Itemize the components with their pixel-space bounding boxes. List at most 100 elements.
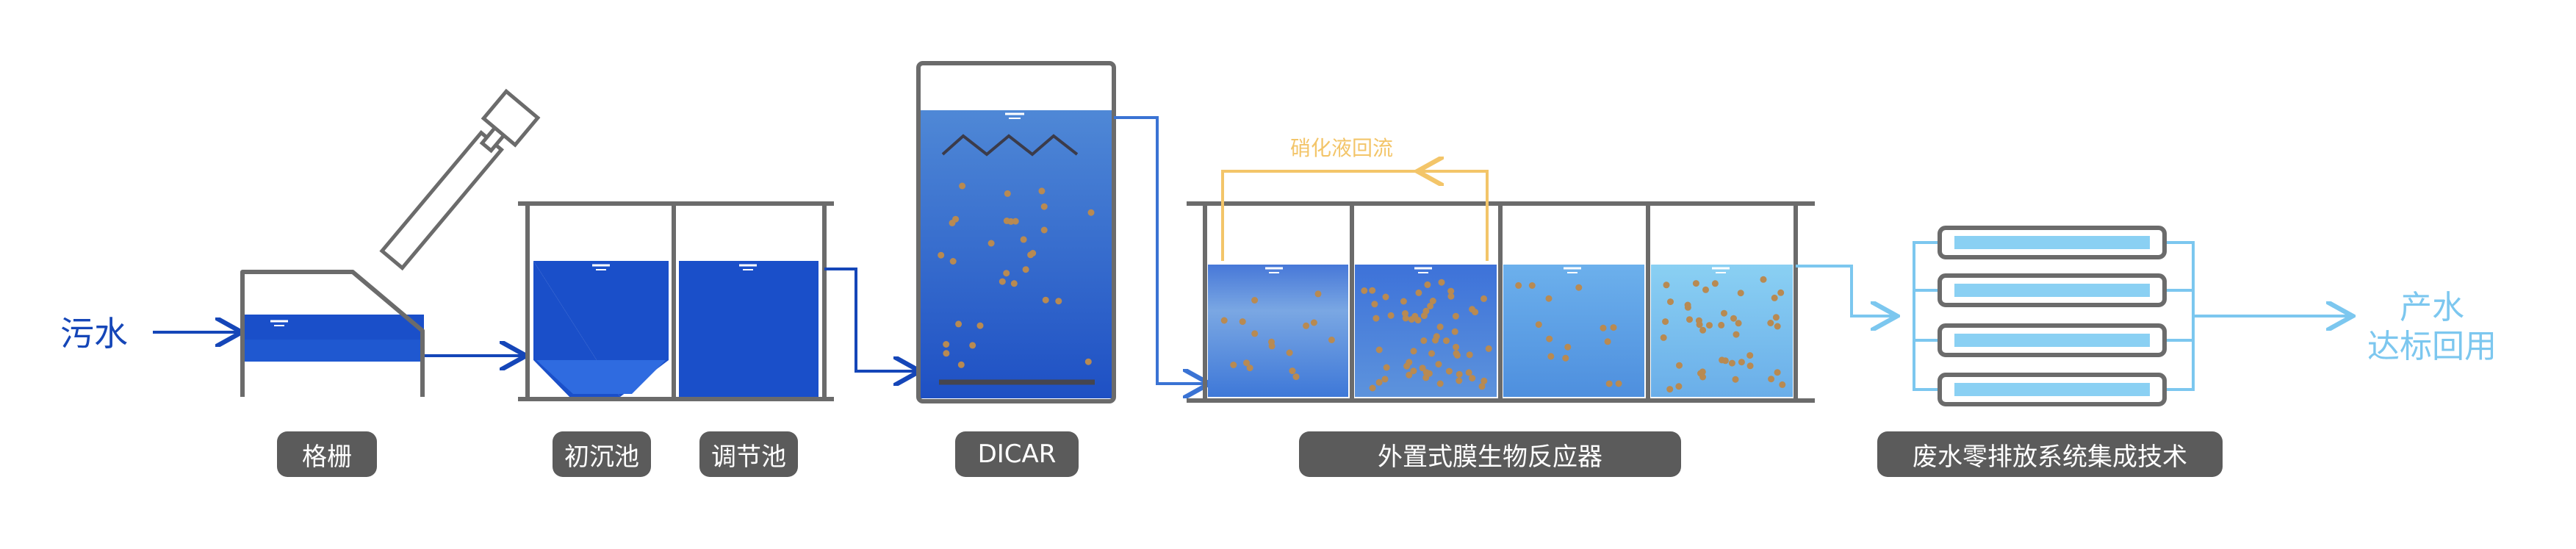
- particle: [1676, 362, 1683, 369]
- particle: [1010, 280, 1018, 287]
- particle: [1251, 330, 1259, 337]
- particle: [1478, 383, 1486, 390]
- particle: [1310, 319, 1317, 326]
- particle: [1003, 270, 1010, 277]
- particle: [1220, 317, 1228, 324]
- recycle-arrow: [1420, 171, 1489, 261]
- particle: [1292, 373, 1300, 381]
- dicar-particles: [938, 182, 1095, 368]
- particle: [1375, 378, 1383, 386]
- particle: [1737, 290, 1744, 297]
- particle: [1042, 296, 1049, 304]
- particle: [1604, 338, 1611, 345]
- output-label-line1: 产水: [2400, 289, 2464, 326]
- particle: [1469, 306, 1476, 313]
- particle: [1718, 321, 1725, 329]
- particle: [1419, 365, 1426, 372]
- particle: [1055, 298, 1062, 305]
- particle: [1243, 359, 1250, 367]
- particle: [1445, 367, 1453, 375]
- particle: [938, 251, 945, 259]
- particle: [1020, 236, 1027, 243]
- particle: [1768, 376, 1775, 383]
- particle: [1779, 381, 1786, 388]
- particle: [1381, 376, 1389, 383]
- particle: [1420, 337, 1428, 344]
- particle: [1777, 289, 1785, 296]
- particle: [1239, 318, 1246, 326]
- particle: [1438, 279, 1445, 286]
- particle: [1400, 298, 1407, 305]
- particle: [1466, 351, 1473, 359]
- particle: [1432, 337, 1439, 344]
- particle: [1692, 280, 1699, 287]
- particle: [1760, 276, 1767, 283]
- particle: [1361, 287, 1368, 294]
- particle: [1040, 203, 1048, 210]
- dicar-reactor: [916, 61, 1116, 403]
- dicar-label: DICAR: [955, 431, 1079, 477]
- particle: [1666, 386, 1674, 393]
- particle: [1772, 314, 1780, 321]
- particle: [1314, 290, 1322, 298]
- particle: [1465, 369, 1472, 376]
- particle: [1375, 346, 1383, 354]
- membrane-core: [1954, 334, 2150, 347]
- particle: [1695, 317, 1702, 324]
- membrane-core: [1954, 284, 2150, 297]
- particle: [987, 240, 995, 247]
- particle: [1447, 293, 1455, 300]
- particle: [1303, 322, 1310, 329]
- particle: [1719, 356, 1726, 364]
- particle: [1746, 352, 1754, 359]
- output-label-line2: 达标回用: [2367, 328, 2497, 365]
- particle: [1660, 334, 1667, 341]
- particle: [1528, 282, 1536, 289]
- particle: [1425, 370, 1433, 377]
- particle: [949, 258, 957, 265]
- particle: [957, 361, 965, 368]
- particle: [1387, 312, 1395, 319]
- particle: [1371, 301, 1378, 308]
- membrane-system: [1913, 226, 2195, 406]
- particle: [1435, 361, 1442, 368]
- particle: [1456, 370, 1463, 378]
- particle: [1429, 298, 1436, 304]
- particle: [1004, 190, 1011, 197]
- dicar-to-mbr-arrow: [1114, 116, 1206, 384]
- particle: [1443, 337, 1450, 345]
- particle: [1369, 287, 1376, 294]
- particle: [1481, 377, 1488, 384]
- input-label: 污水: [60, 314, 128, 354]
- particle: [943, 341, 950, 348]
- membrane-core: [1954, 383, 2150, 396]
- particle: [1774, 369, 1781, 376]
- particle: [1268, 338, 1275, 345]
- regulating-to-dicar-arrow: [824, 268, 917, 371]
- particle: [1515, 281, 1522, 289]
- particle: [1728, 359, 1735, 367]
- particle: [1289, 367, 1296, 375]
- mbr-to-membrane-line: [1796, 265, 1894, 316]
- particle: [1372, 315, 1380, 322]
- particle: [1424, 281, 1431, 288]
- screen-label: 格栅: [277, 431, 377, 477]
- particle: [1711, 280, 1719, 287]
- particle: [1600, 324, 1607, 331]
- particle: [1721, 309, 1727, 317]
- particle: [1706, 322, 1713, 329]
- membrane-core: [1954, 236, 2150, 249]
- particle: [1406, 371, 1413, 378]
- mbr-tanks: [1187, 201, 1815, 403]
- particle: [1415, 289, 1422, 296]
- particle: [955, 320, 963, 328]
- particle: [1369, 384, 1376, 392]
- particle: [1427, 302, 1434, 309]
- particle: [1575, 284, 1583, 291]
- particle: [1662, 318, 1669, 326]
- particle: [1738, 359, 1745, 366]
- particle: [1286, 349, 1293, 356]
- particle: [1481, 295, 1487, 302]
- particle: [1684, 301, 1691, 309]
- particle: [1452, 312, 1459, 320]
